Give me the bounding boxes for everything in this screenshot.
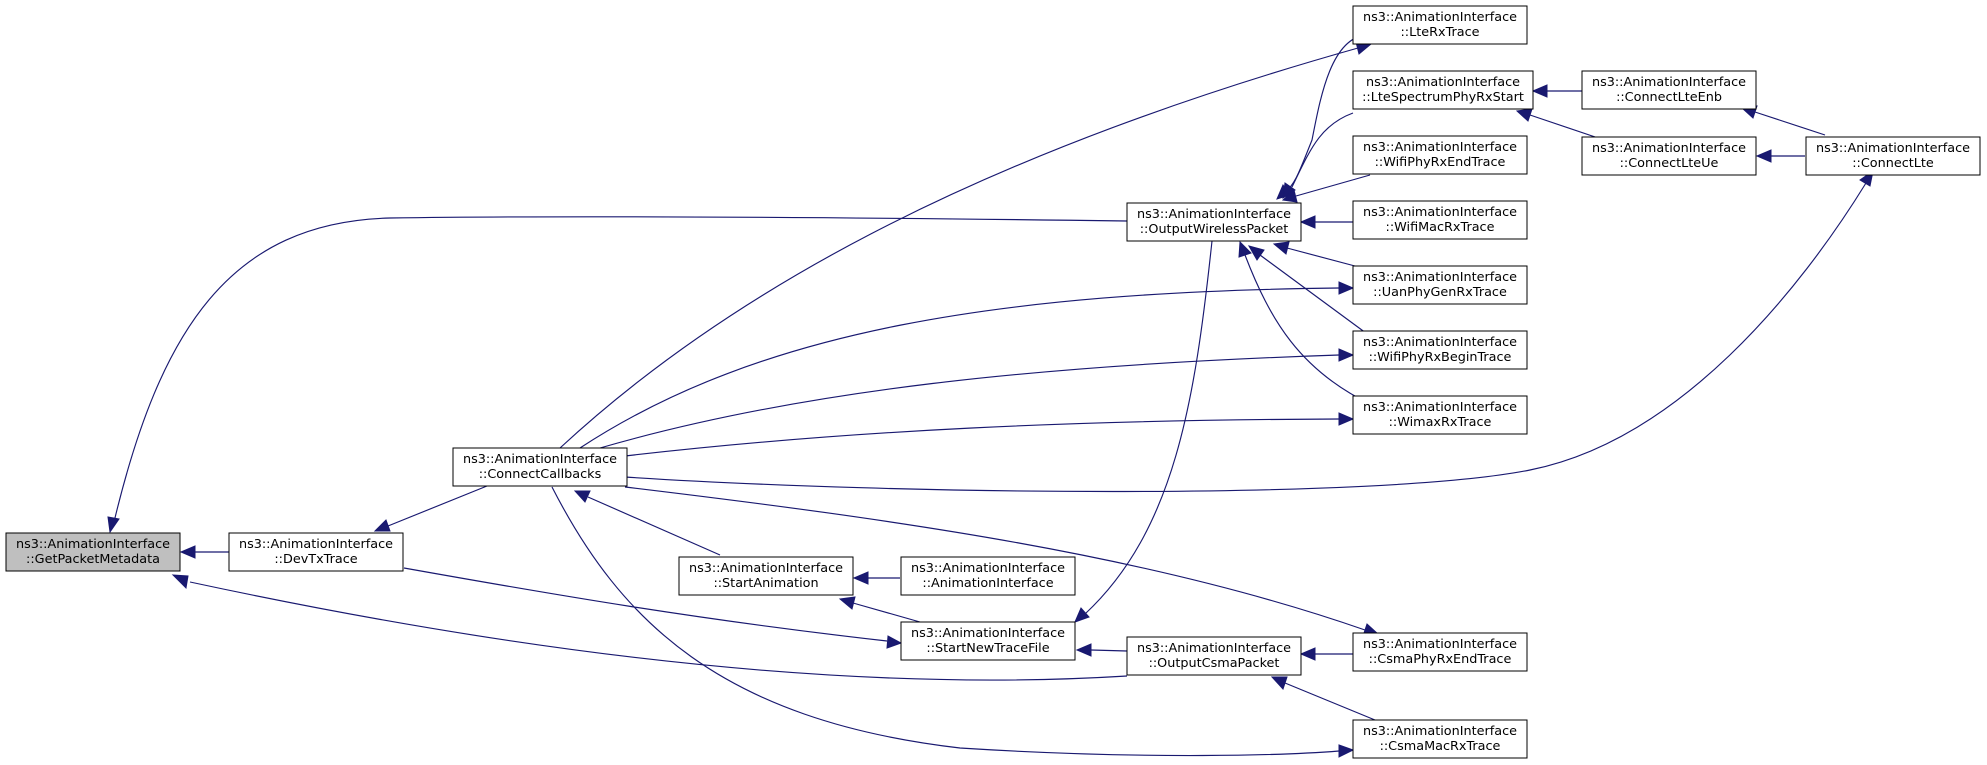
node-line2: ::ConnectLteUe	[1620, 156, 1719, 171]
edge-connectcallbacks-to-wimaxrxtrace	[624, 412, 1355, 457]
edge-devtxtrace-to-startnewtracefile	[403, 567, 903, 649]
edge-ltespectrumphyrxstart-to-outputwirelesspacket	[1282, 112, 1354, 200]
edge-wifimacrxtrace-to-outputwirelesspacket	[1299, 215, 1353, 229]
edge-connectcallbacks-to-devtxtrace	[373, 485, 488, 532]
node-line1: ns3::AnimationInterface	[1363, 724, 1517, 739]
node-line1: ns3::AnimationInterface	[1592, 75, 1746, 90]
edge-outputcsmapacket-to-getpacketmetadata	[171, 574, 1128, 681]
node-line1: ns3::AnimationInterface	[1363, 270, 1517, 285]
node-start-animation[interactable]: ns3::AnimationInterface ::StartAnimation	[678, 556, 854, 596]
edges	[107, 34, 1874, 758]
node-csma-phy-rx-end-trace[interactable]: ns3::AnimationInterface ::CsmaPhyRxEndTr…	[1352, 632, 1528, 672]
node-connect-lte-enb[interactable]: ns3::AnimationInterface ::ConnectLteEnb	[1581, 70, 1757, 110]
node-animation-interface[interactable]: ns3::AnimationInterface ::AnimationInter…	[900, 556, 1076, 596]
node-line2: ::ConnectLte	[1852, 156, 1934, 171]
node-line1: ns3::AnimationInterface	[1592, 141, 1746, 156]
node-line2: ::LteSpectrumPhyRxStart	[1362, 90, 1524, 105]
node-line2: ::StartAnimation	[713, 576, 818, 591]
node-line2: ::OutputWirelessPacket	[1140, 222, 1288, 237]
edge-wifiphyrxendtrace-to-outputwirelesspacket	[1281, 174, 1371, 203]
node-line1: ns3::AnimationInterface	[16, 537, 170, 552]
node-line1: ns3::AnimationInterface	[689, 561, 843, 576]
node-line1: ns3::AnimationInterface	[1363, 10, 1517, 25]
node-line2: ::WifiPhyRxEndTrace	[1375, 155, 1506, 170]
node-start-new-trace-file[interactable]: ns3::AnimationInterface ::StartNewTraceF…	[900, 621, 1076, 661]
node-line2: ::StartNewTraceFile	[926, 641, 1049, 656]
node-lte-rx-trace[interactable]: ns3::AnimationInterface ::LteRxTrace	[1352, 5, 1528, 45]
node-get-packet-metadata[interactable]: ns3::AnimationInterface ::GetPacketMetad…	[5, 532, 181, 572]
node-line1: ns3::AnimationInterface	[1816, 141, 1970, 156]
node-line1: ns3::AnimationInterface	[239, 537, 393, 552]
node-line1: ns3::AnimationInterface	[1366, 75, 1520, 90]
node-line1: ns3::AnimationInterface	[1363, 400, 1517, 415]
nodes: ns3::AnimationInterface ::GetPacketMetad…	[5, 5, 1981, 759]
node-wimax-rx-trace[interactable]: ns3::AnimationInterface ::WimaxRxTrace	[1352, 395, 1528, 435]
edge-wimaxrxtrace-to-outputwirelesspacket	[1238, 240, 1371, 405]
node-line1: ns3::AnimationInterface	[911, 561, 1065, 576]
node-line2: ::OutputCsmaPacket	[1149, 656, 1280, 671]
edge-outputcsmapacket-to-startnewtracefile	[1075, 643, 1128, 657]
edge-connectcallbacks-to-uanphygenrxtrace	[579, 281, 1355, 449]
edge-animationinterface-to-startanimation	[852, 571, 900, 585]
node-uan-phy-gen-rx-trace[interactable]: ns3::AnimationInterface ::UanPhyGenRxTra…	[1352, 265, 1528, 305]
edge-connectlte-to-connectlteenb	[1740, 105, 1826, 136]
node-line2: ::CsmaPhyRxEndTrace	[1369, 652, 1512, 667]
node-line2: ::GetPacketMetadata	[26, 552, 160, 567]
node-output-wireless-packet[interactable]: ns3::AnimationInterface ::OutputWireless…	[1126, 202, 1302, 242]
edge-startanimation-to-connectcallbacks	[573, 490, 721, 556]
node-line2: ::WimaxRxTrace	[1389, 415, 1492, 430]
node-output-csma-packet[interactable]: ns3::AnimationInterface ::OutputCsmaPack…	[1126, 636, 1302, 676]
edge-connectcallbacks-to-wifiphyrxbegintrace	[599, 348, 1355, 449]
node-line2: ::CsmaMacRxTrace	[1380, 739, 1501, 754]
node-line2: ::AnimationInterface	[922, 576, 1053, 591]
edge-connectcallbacks-to-lterxtrace	[559, 41, 1373, 449]
node-line2: ::ConnectCallbacks	[479, 467, 602, 482]
edge-connectlteenb-to-ltespectrumphyrxstart	[1531, 84, 1582, 98]
node-line1: ns3::AnimationInterface	[1137, 207, 1291, 222]
edge-startnewtracefile-to-startanimation	[838, 596, 921, 623]
node-wifi-mac-rx-trace[interactable]: ns3::AnimationInterface ::WifiMacRxTrace	[1352, 200, 1528, 240]
node-line2: ::WifiPhyRxBeginTrace	[1369, 350, 1512, 365]
node-line1: ns3::AnimationInterface	[911, 626, 1065, 641]
edge-connectcallbacks-to-csmamacrxtrace	[551, 486, 1355, 758]
node-line2: ::UanPhyGenRxTrace	[1373, 285, 1507, 300]
node-line1: ns3::AnimationInterface	[1363, 205, 1517, 220]
node-wifi-phy-rx-begin-trace[interactable]: ns3::AnimationInterface ::WifiPhyRxBegin…	[1352, 330, 1528, 370]
node-dev-tx-trace[interactable]: ns3::AnimationInterface ::DevTxTrace	[228, 532, 404, 572]
node-line2: ::ConnectLteEnb	[1616, 90, 1722, 105]
node-csma-mac-rx-trace[interactable]: ns3::AnimationInterface ::CsmaMacRxTrace	[1352, 719, 1528, 759]
edge-devtxtrace-to-getpacketmetadata	[179, 545, 229, 559]
node-line1: ns3::AnimationInterface	[1363, 140, 1517, 155]
node-line1: ns3::AnimationInterface	[1137, 641, 1291, 656]
edge-connectlte-to-connectlteue	[1755, 149, 1805, 163]
node-wifi-phy-rx-end-trace[interactable]: ns3::AnimationInterface ::WifiPhyRxEndTr…	[1352, 135, 1528, 175]
node-line2: ::LteRxTrace	[1400, 25, 1479, 40]
edge-outputwirelesspacket-to-getpacketmetadata	[107, 216, 1128, 534]
node-line1: ns3::AnimationInterface	[1363, 637, 1517, 652]
node-line1: ns3::AnimationInterface	[463, 452, 617, 467]
node-line2: ::WifiMacRxTrace	[1386, 220, 1495, 235]
node-connect-callbacks[interactable]: ns3::AnimationInterface ::ConnectCallbac…	[452, 447, 628, 487]
node-line1: ns3::AnimationInterface	[1363, 335, 1517, 350]
edge-lterxtrace-to-outputwirelesspacket	[1276, 34, 1366, 200]
node-connect-lte-ue[interactable]: ns3::AnimationInterface ::ConnectLteUe	[1581, 136, 1757, 176]
node-connect-lte[interactable]: ns3::AnimationInterface ::ConnectLte	[1805, 136, 1981, 176]
edge-csmaphyrxendtrace-to-outputcsmapacket	[1299, 647, 1353, 661]
node-lte-spectrum-phy-rx-start[interactable]: ns3::AnimationInterface ::LteSpectrumPhy…	[1352, 70, 1534, 110]
edge-wifiphyrxbegintrace-to-outputwirelesspacket	[1247, 245, 1371, 337]
edge-csmamacrxtrace-to-outputcsmapacket	[1270, 676, 1376, 721]
edge-startnewtracefile-to-outputwirelesspacket	[1074, 240, 1213, 623]
node-line2: ::DevTxTrace	[274, 552, 357, 567]
